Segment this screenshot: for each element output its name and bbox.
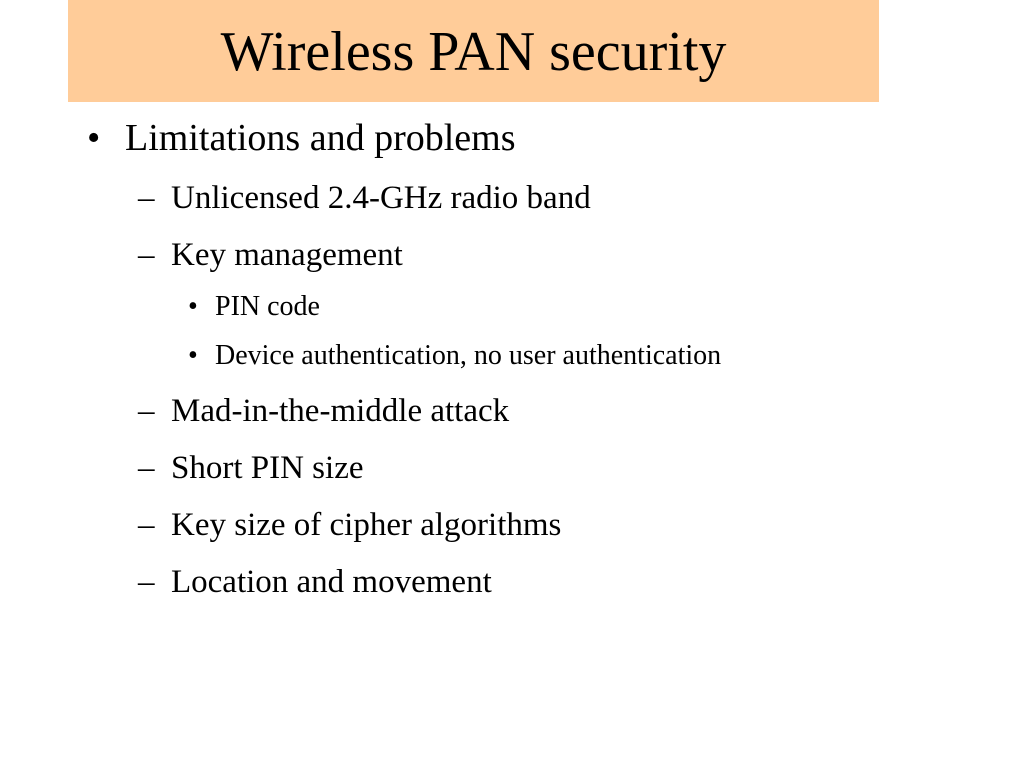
bullet-marker: •	[188, 340, 198, 371]
sub-bullet-text: Short PIN size	[171, 450, 364, 486]
bullet-marker: •	[188, 291, 198, 322]
dash-marker: –	[138, 450, 155, 486]
sub-bullet-text: Key size of cipher algorithms	[171, 507, 562, 543]
sub-bullet-text: Key management	[171, 237, 403, 273]
title-band: Wireless PAN security	[68, 0, 879, 102]
dash-marker: –	[138, 180, 155, 216]
sub-bullet-text: Mad-in-the-middle attack	[171, 393, 510, 429]
bullet-marker: •	[87, 117, 101, 159]
slide-title: Wireless PAN security	[220, 21, 727, 83]
dash-marker: –	[138, 507, 155, 543]
sub-sub-bullet-text: Device authentication, no user authentic…	[215, 340, 722, 371]
dash-marker: –	[138, 237, 155, 273]
sub-sub-bullet-text: PIN code	[215, 291, 320, 322]
bullet-text: Limitations and problems	[125, 117, 516, 159]
dash-marker: –	[138, 393, 155, 429]
sub-bullet-text: Unlicensed 2.4-GHz radio band	[171, 180, 591, 216]
sub-bullet-text: Location and movement	[171, 564, 492, 600]
dash-marker: –	[138, 564, 155, 600]
